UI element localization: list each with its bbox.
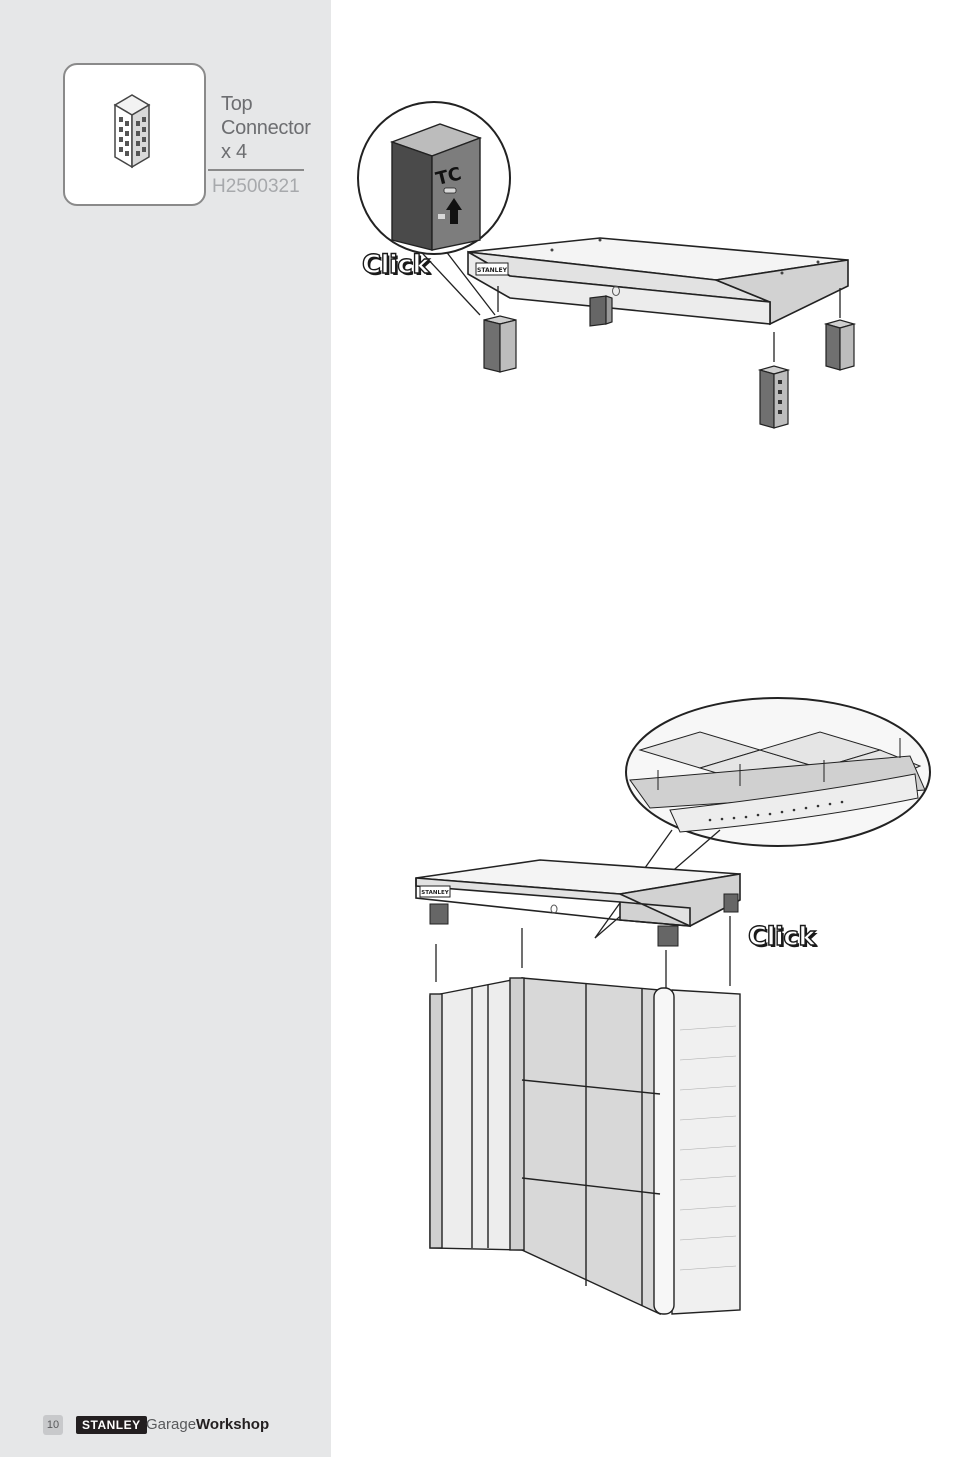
stanley-logo: STANLEY [76,1416,147,1434]
step2-magnified-detail [629,731,926,833]
step2-click-label: Click [747,921,816,952]
connector-front-right [757,365,791,429]
cabinet-body [429,977,741,1315]
connector-back-right [823,319,857,371]
part-code: H2500321 [212,176,300,197]
connector-front-left [483,315,517,373]
step2-brand-plate: STANLEY [421,890,449,896]
step1-illustration: STANLEY TC [357,101,857,429]
part-card [63,63,206,206]
part-name-line-2: Connector [221,117,311,139]
step2-illustration: STANLEY [415,697,931,1315]
footer-title: GarageWorkshop [146,1415,269,1435]
part-divider [208,169,304,171]
page-number: 10 [43,1415,63,1435]
part-quantity: x 4 [221,141,247,163]
step1-click-label: Click [361,249,430,280]
step1-magnified-connector: TC [389,123,483,251]
footer-title-light: Garage [146,1416,197,1433]
connector-back-left [589,295,613,327]
part-name: Top Connector x 4 [221,92,321,164]
step1-brand-plate: STANLEY [477,267,508,274]
sidebar [0,0,331,1457]
part-name-line-1: Top [221,93,253,115]
footer-title-bold: Workshop [196,1416,270,1433]
top-connector-icon [113,94,151,169]
